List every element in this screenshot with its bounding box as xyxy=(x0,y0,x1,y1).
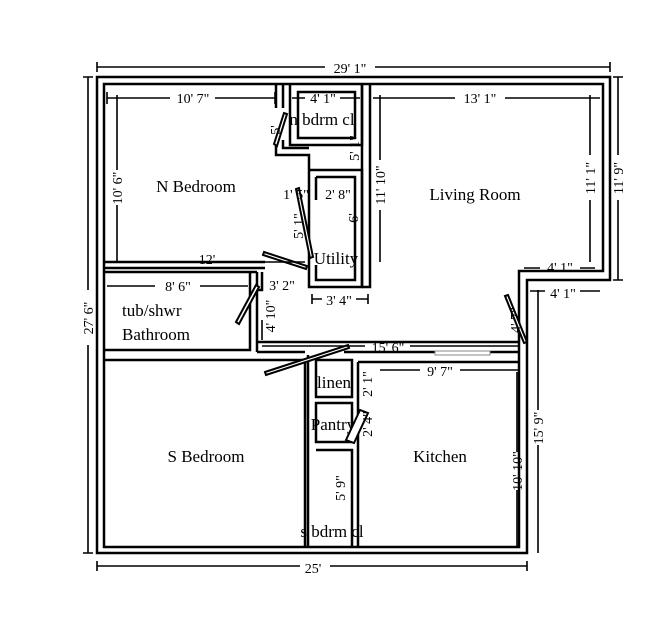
label-s-bedroom: S Bedroom xyxy=(168,447,245,466)
dim-linen-depth: 2' 1" xyxy=(361,371,376,397)
dim-utility-width: 2' 8" xyxy=(325,188,351,203)
label-n-bdrm-closet: n bdrm cl xyxy=(289,110,354,129)
dim-entry-step-bottom: 4' 1" xyxy=(550,287,576,302)
n-closet-door[interactable] xyxy=(272,111,289,148)
dim-overall-width-bottom: 25' xyxy=(305,562,322,577)
entry-door[interactable] xyxy=(503,293,529,345)
outer-wall xyxy=(95,75,612,555)
dim-utility-bottom: 3' 4" xyxy=(326,294,352,309)
label-kitchen: Kitchen xyxy=(413,447,467,466)
dim-pantry-depth: 2' 4" xyxy=(361,411,376,437)
living-room-walls xyxy=(360,84,372,289)
label-living-room: Living Room xyxy=(429,185,520,204)
dim-utility-left: 5' 1" xyxy=(292,213,307,239)
label-tub-shower: tub/shwr xyxy=(122,301,182,320)
dim-utility-right: 6' xyxy=(347,213,362,223)
dim-entry-step-top: 4' 1" xyxy=(547,261,573,276)
dim-hall-width: 3' 2" xyxy=(269,279,295,294)
label-n-bedroom: N Bedroom xyxy=(156,177,236,196)
label-utility: Utility xyxy=(314,249,359,268)
dim-overall-width-top: 29' 1" xyxy=(334,62,367,77)
dim-overall-depth: 27' 6" xyxy=(82,302,97,335)
bathroom-door[interactable] xyxy=(234,283,261,326)
hall-wall xyxy=(104,340,519,547)
utility-door[interactable] xyxy=(294,186,315,260)
dim-n-closet-left: 5' xyxy=(269,125,284,135)
dim-s-closet-depth: 5' 9" xyxy=(334,475,349,501)
n-bedroom-walls xyxy=(104,84,311,270)
dim-right-upper: 11' 9" xyxy=(612,162,627,194)
dim-living-depth-right: 11' 1" xyxy=(584,162,599,194)
dim-n-closet-width: 4' 1" xyxy=(310,92,336,107)
dim-utility-door: 1' 5" xyxy=(283,188,309,203)
dim-kitchen-width: 9' 7" xyxy=(427,365,453,380)
window xyxy=(434,350,491,356)
dim-n-bedroom-bottom: 12' xyxy=(199,253,216,268)
dim-entry-door: 4' 7" xyxy=(509,307,524,333)
dim-right-lower: 15' 9" xyxy=(532,412,547,445)
dimension-lines xyxy=(83,62,623,571)
dim-bathroom-width: 8' 6" xyxy=(165,280,191,295)
dim-living-depth-left: 11' 10" xyxy=(374,165,389,204)
dim-living-width: 13' 1" xyxy=(464,92,497,107)
inner-outer-wall xyxy=(102,82,605,549)
pantry-door[interactable] xyxy=(344,408,370,445)
s-bedroom-door[interactable] xyxy=(263,343,351,377)
label-s-bdrm-closet: s bdrm cl xyxy=(300,522,364,541)
label-pantry: Pantry xyxy=(311,415,356,434)
dim-kitchen-depth: 10' 10" xyxy=(511,451,526,491)
dim-n-bedroom-width: 10' 7" xyxy=(177,92,210,107)
dim-n-closet-right: 5' 1" xyxy=(348,135,363,161)
dim-hall-length: 15' 6" xyxy=(372,341,405,356)
label-bathroom: Bathroom xyxy=(122,325,190,344)
dim-n-bedroom-depth: 10' 6" xyxy=(111,172,126,205)
bathroom-walls xyxy=(104,270,264,352)
dim-hall-depth: 4' 10" xyxy=(264,300,279,333)
label-linen: linen xyxy=(317,373,351,392)
n-bedroom-door[interactable] xyxy=(261,250,309,271)
